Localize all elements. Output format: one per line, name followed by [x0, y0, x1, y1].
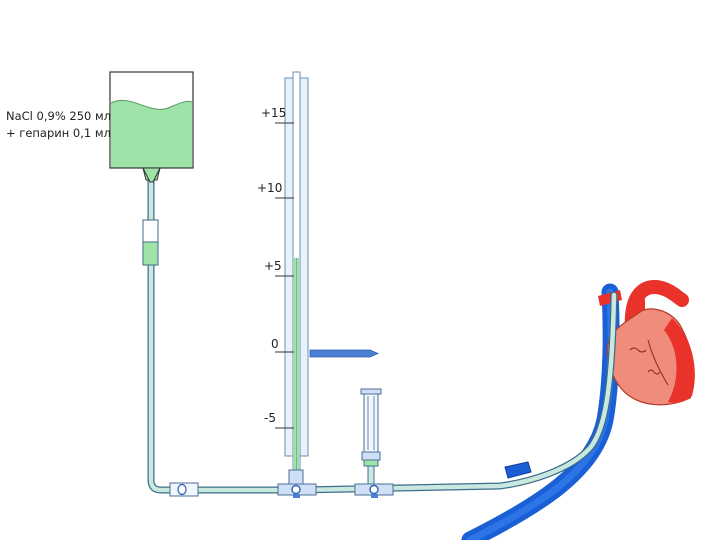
- three-way-stopcock-icon: [277, 469, 317, 498]
- heart-icon: [598, 280, 695, 406]
- flush-device-icon: [360, 388, 382, 485]
- zero-level-arrow: [309, 349, 379, 358]
- drip-chamber: [142, 219, 159, 266]
- iv-bag-label-line1: NaCl 0,9% 250 мл: [6, 109, 112, 123]
- scale-mark-plus10: +10: [257, 181, 283, 195]
- scale-ticks: [275, 122, 294, 429]
- three-way-stopcock-icon: [354, 483, 394, 498]
- manometer-column: [284, 71, 309, 473]
- tubing-line: [147, 176, 618, 494]
- iv-bag-label-line2: + гепарин 0,1 мл: [6, 126, 111, 140]
- iv-bag-label: NaCl 0,9% 250 мл + гепарин 0,1 мл: [6, 108, 111, 142]
- catheter-connector: [504, 461, 532, 479]
- scale-mark-minus5: -5: [264, 411, 276, 425]
- connector-fitting: [169, 482, 199, 497]
- scale-mark-plus15: +15: [261, 106, 287, 120]
- scale-mark-zero: 0: [271, 337, 279, 351]
- iv-bag: [109, 71, 194, 183]
- vessel: [461, 283, 620, 544]
- scale-mark-plus5: +5: [264, 259, 282, 273]
